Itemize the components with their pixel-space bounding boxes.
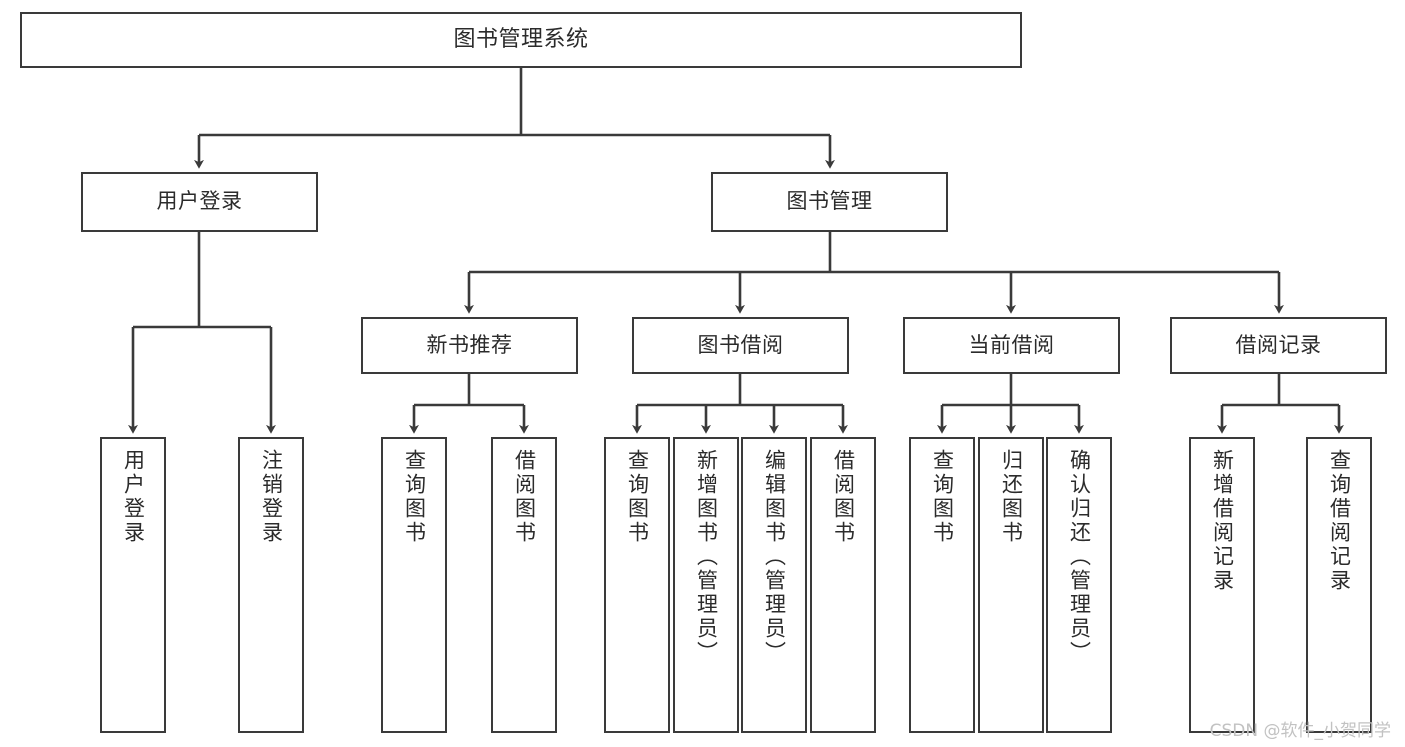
- node-label: 用户登录: [121, 449, 146, 545]
- leaf-add-borrow-record[interactable]: 新增借阅记录: [1189, 437, 1255, 733]
- node-label: 图书管理: [786, 189, 873, 214]
- node-label: 查询图书: [402, 449, 427, 545]
- node-label: 编辑图书（管理员）: [762, 449, 787, 665]
- leaf-return-book[interactable]: 归还图书: [978, 437, 1044, 733]
- leaf-edit-book[interactable]: 编辑图书（管理员）: [741, 437, 807, 733]
- node-label: 查询图书: [930, 449, 955, 545]
- node-label: 借阅图书: [831, 449, 856, 545]
- node-label: 图书借阅: [697, 332, 784, 357]
- leaf-borrow-book-recommend[interactable]: 借阅图书: [491, 437, 557, 733]
- leaf-add-book[interactable]: 新增图书（管理员）: [673, 437, 739, 733]
- leaf-query-borrow-record[interactable]: 查询借阅记录: [1306, 437, 1372, 733]
- node-root-system[interactable]: 图书管理系统: [20, 12, 1022, 68]
- node-book-management[interactable]: 图书管理: [711, 172, 948, 232]
- leaf-user-login[interactable]: 用户登录: [100, 437, 166, 733]
- node-label: 查询借阅记录: [1327, 449, 1352, 593]
- csdn-watermark: CSDN @软件_小贺同学: [1209, 721, 1391, 741]
- leaf-query-book-borrow[interactable]: 查询图书: [604, 437, 670, 733]
- node-label: 借阅记录: [1235, 332, 1322, 357]
- leaf-query-book-current[interactable]: 查询图书: [909, 437, 975, 733]
- node-label: 新增借阅记录: [1210, 449, 1235, 593]
- node-label: 新增图书（管理员）: [694, 449, 719, 665]
- node-label: 新书推荐: [426, 332, 513, 357]
- node-book-borrow[interactable]: 图书借阅: [632, 317, 849, 374]
- node-current-borrow[interactable]: 当前借阅: [903, 317, 1120, 374]
- node-label: 注销登录: [259, 449, 284, 545]
- node-label: 查询图书: [625, 449, 650, 545]
- node-new-book-recommend[interactable]: 新书推荐: [361, 317, 578, 374]
- node-label: 归还图书: [999, 449, 1024, 545]
- leaf-confirm-return[interactable]: 确认归还（管理员）: [1046, 437, 1112, 733]
- leaf-query-book-recommend[interactable]: 查询图书: [381, 437, 447, 733]
- leaf-logout-login[interactable]: 注销登录: [238, 437, 304, 733]
- node-label: 借阅图书: [512, 449, 537, 545]
- leaf-borrow-book[interactable]: 借阅图书: [810, 437, 876, 733]
- node-label: 当前借阅: [968, 332, 1055, 357]
- node-label: 图书管理系统: [453, 26, 589, 52]
- node-label: 确认归还（管理员）: [1067, 449, 1092, 665]
- node-user-login[interactable]: 用户登录: [81, 172, 318, 232]
- node-borrow-record[interactable]: 借阅记录: [1170, 317, 1387, 374]
- node-label: 用户登录: [156, 189, 243, 214]
